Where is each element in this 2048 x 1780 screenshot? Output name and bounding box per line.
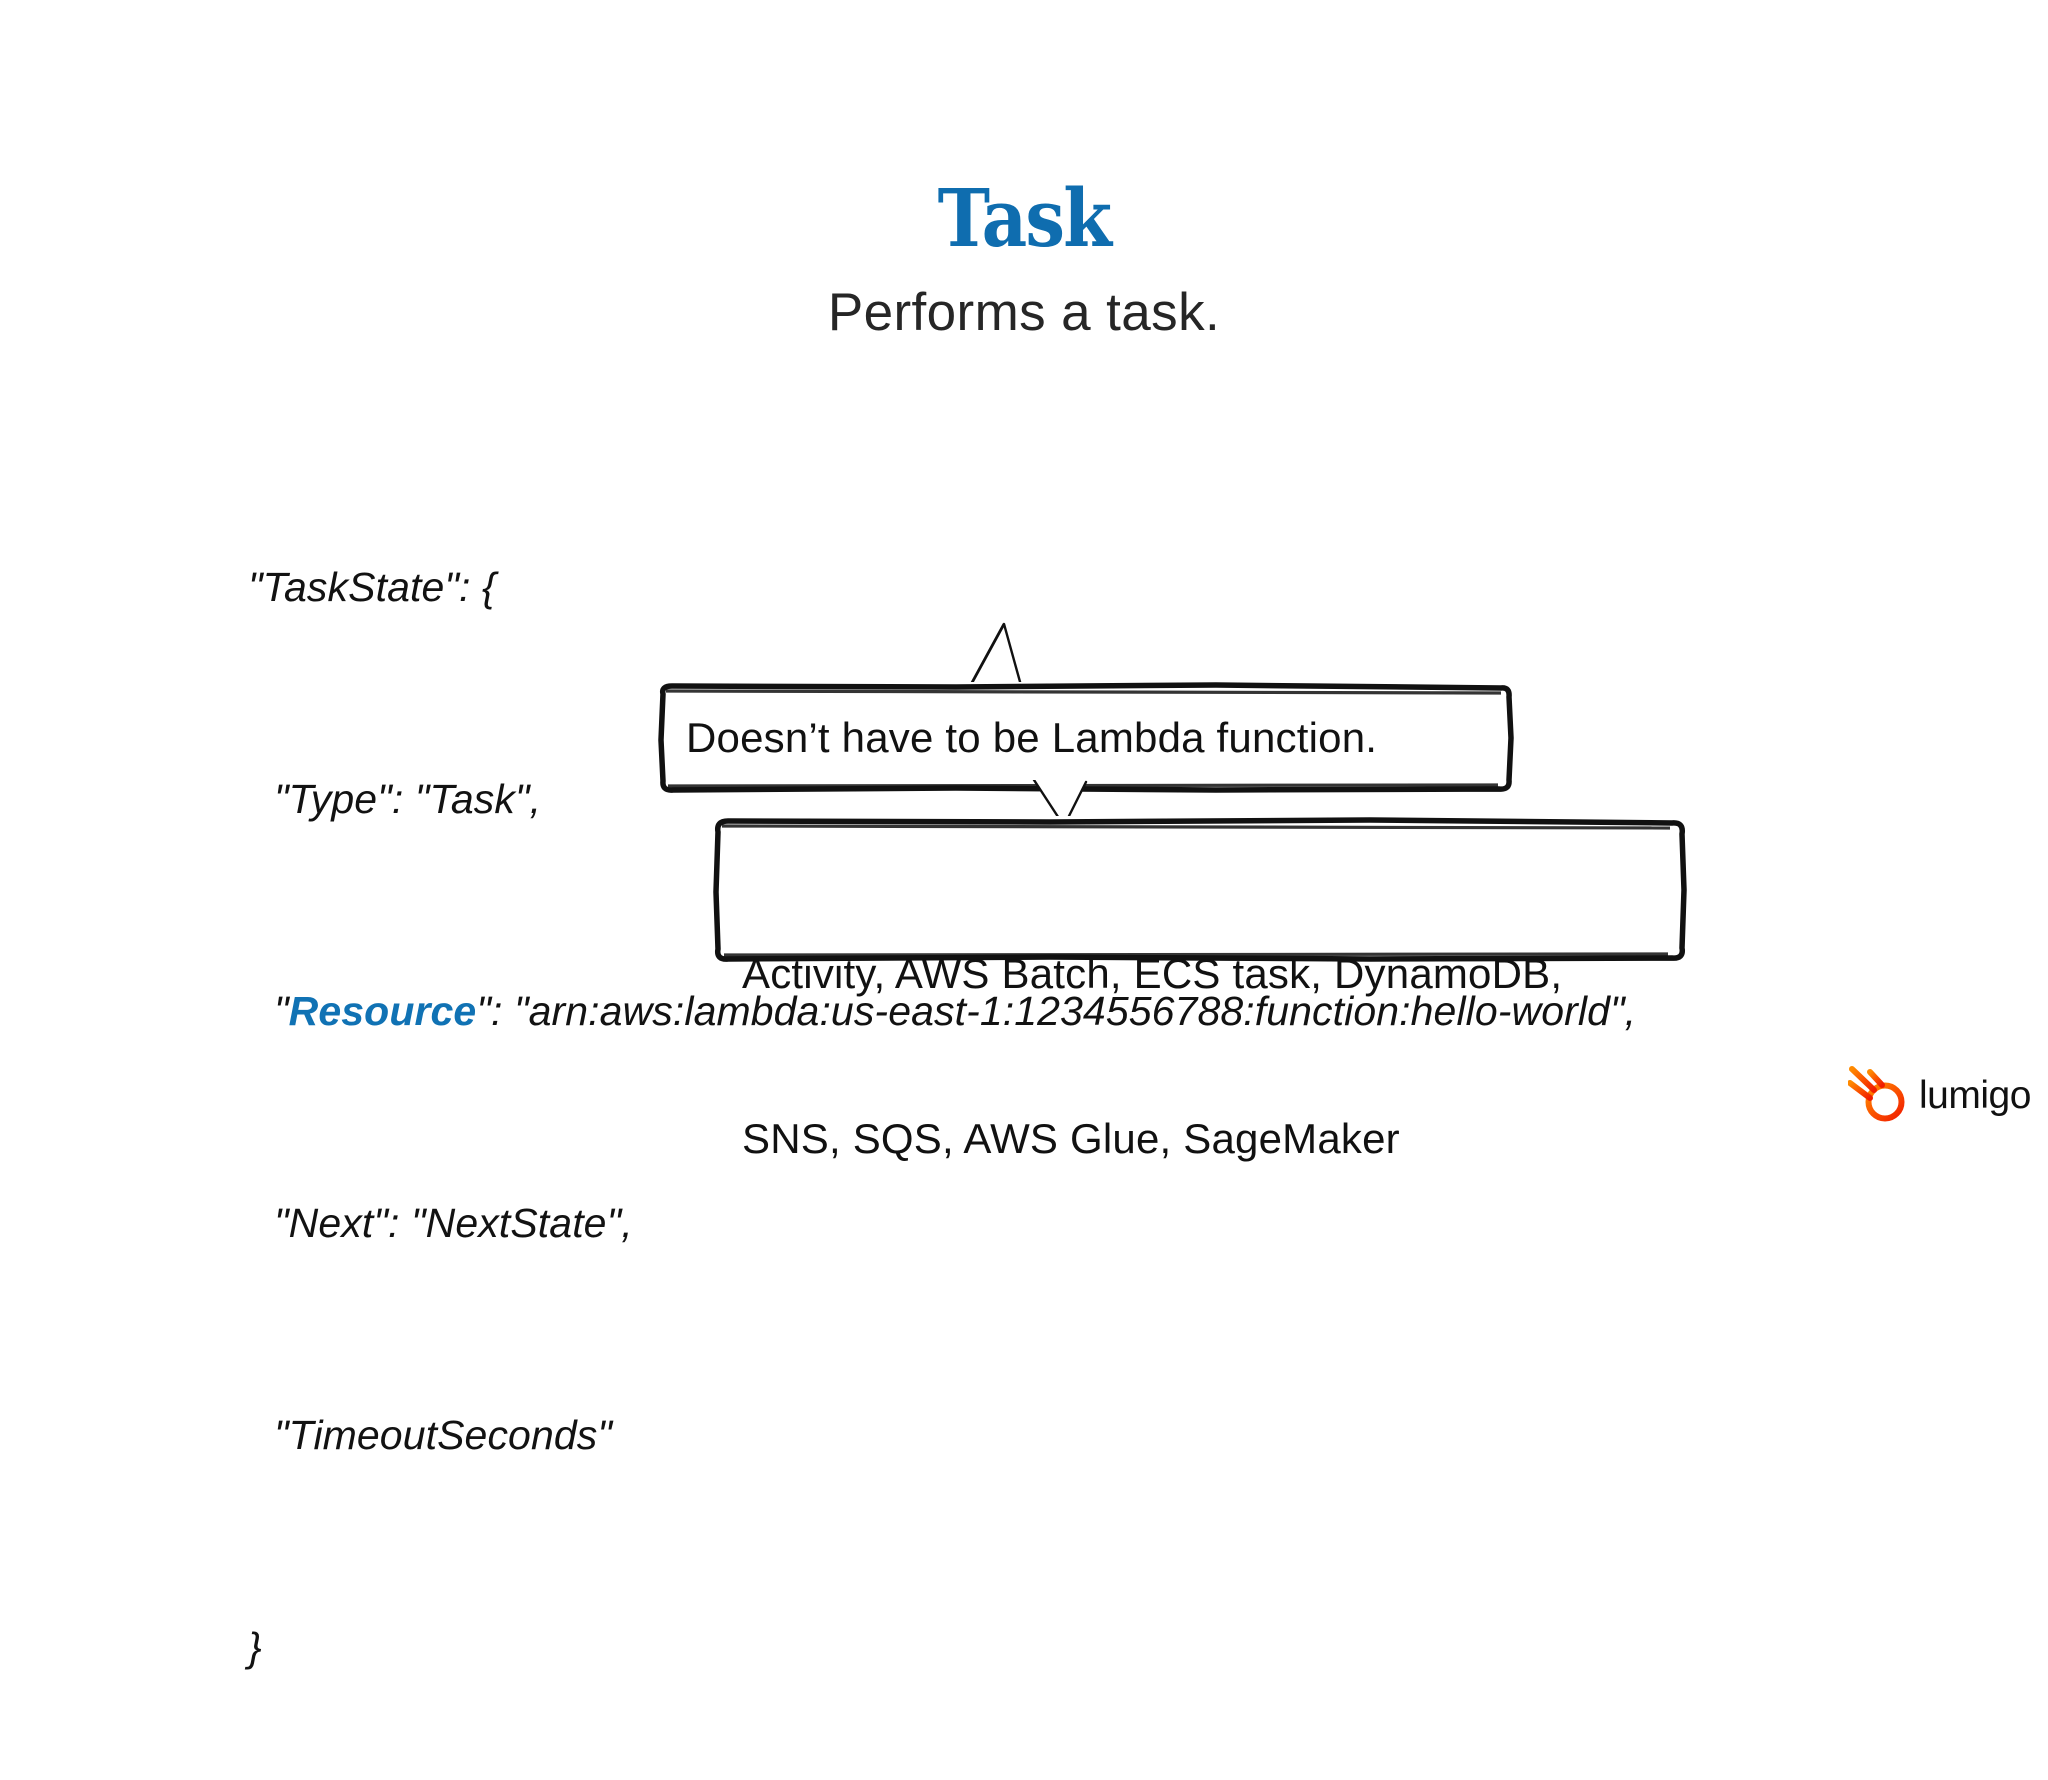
code-line-taskstate: "TaskState": { [248, 564, 496, 610]
callout-lambda-box: Doesn’t have to be Lambda function. [656, 682, 1516, 794]
code-line-resource: "Resource": "arn:aws:lambda:us-east-1:12… [248, 985, 1636, 1038]
lumigo-comet-icon [1848, 1066, 1905, 1122]
callout-services-line-1: Activity, AWS Batch, ECS task, DynamoDB, [742, 950, 1563, 997]
code-resource-arn: ": "arn:aws:lambda:us-east-1:1234556788:… [476, 988, 1637, 1034]
code-line-timeoutseconds: "TimeoutSeconds" [274, 1412, 613, 1458]
page-subtitle: Performs a task. [827, 283, 1221, 342]
callout-services-line-2: SNS, SQS, AWS Glue, SageMaker [742, 1115, 1400, 1162]
lumigo-logo: lumigo [1848, 1064, 2031, 1128]
code-line-type: "Type": "Task", [274, 776, 542, 822]
page-title: Task [937, 171, 1112, 265]
code-resource-open-quote: " [274, 988, 289, 1034]
callout-lambda-text: Doesn’t have to be Lambda function. [686, 714, 1378, 761]
code-resource-keyword: Resource [288, 988, 477, 1034]
slide-canvas: Task Performs a task. "TaskState": { "Ty… [248, 171, 2032, 1670]
code-line-closing-brace: } [248, 1624, 262, 1670]
lumigo-wordmark: lumigo [1919, 1074, 2031, 1117]
callout-services-box: Activity, AWS Batch, ECS task, DynamoDB,… [710, 816, 1690, 1162]
callout-services-text: Activity, AWS Batch, ECS task, DynamoDB,… [742, 836, 1562, 1276]
